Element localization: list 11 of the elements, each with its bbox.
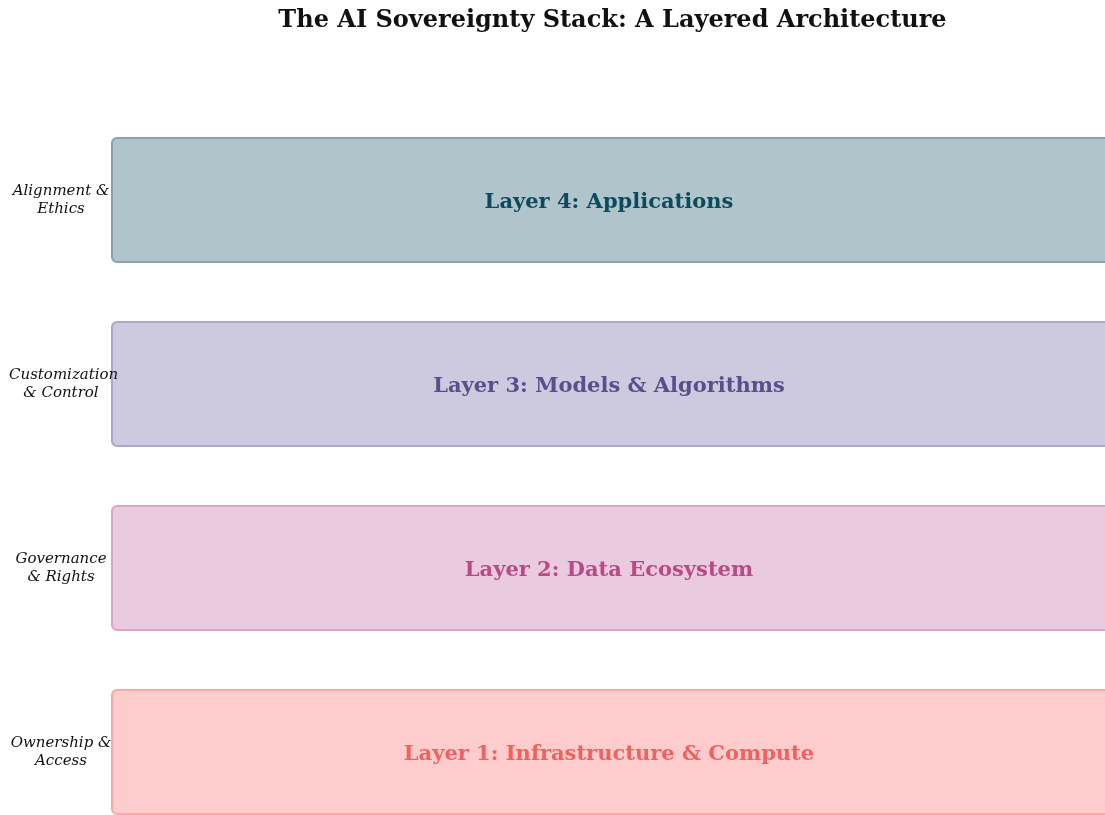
layer-title: Layer 1: Infrastructure & Compute xyxy=(403,739,815,765)
layer-side-label: Governance & Rights xyxy=(14,549,108,585)
diagram-title: The AI Sovereignty Stack: A Layered Architecture xyxy=(277,4,948,33)
layer-box xyxy=(111,689,1105,815)
layer-side-label: Ownership & Access xyxy=(9,733,113,769)
layer-side-label: Alignment & Ethics xyxy=(10,181,111,217)
layer-box xyxy=(111,137,1105,263)
layer-title: Layer 2: Data Ecosystem xyxy=(464,555,754,581)
layer-title: Layer 4: Applications xyxy=(484,187,734,213)
layer-title: Layer 3: Models & Algorithms xyxy=(433,371,785,397)
layer-box xyxy=(111,505,1105,631)
